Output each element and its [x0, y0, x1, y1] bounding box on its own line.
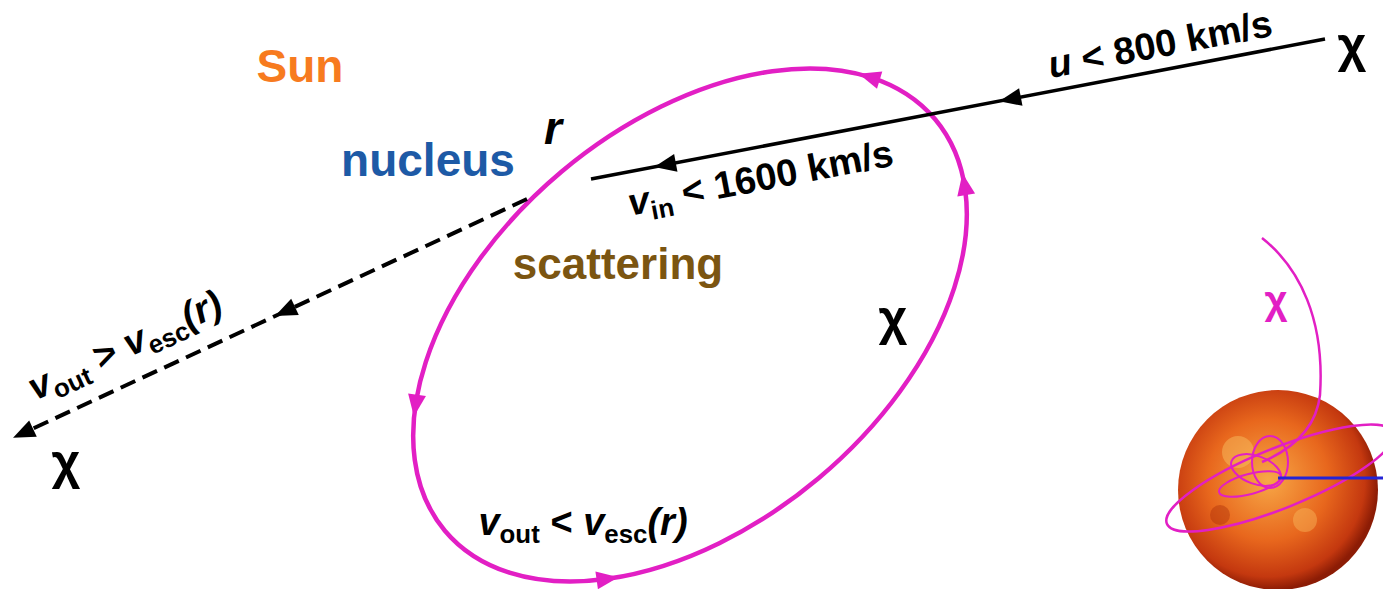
orbit-ellipse	[316, 0, 1063, 589]
dashed-trajectory	[23, 199, 527, 433]
trajectory-arrowhead	[275, 299, 299, 316]
node-outline	[524, 151, 592, 219]
subscript: out	[500, 521, 540, 547]
inset-trajectory	[1262, 238, 1321, 462]
escape-trajectory	[13, 199, 527, 438]
sun-spot	[1293, 508, 1317, 532]
subscript: out	[49, 363, 96, 403]
bound-orbit	[316, 0, 1063, 589]
velocity-label: v	[583, 503, 604, 541]
incoming-trajectory	[591, 39, 1325, 179]
nucleus-heading: nucleus	[341, 137, 515, 183]
velocity-label: u	[1045, 42, 1075, 84]
trajectory-line	[591, 39, 1325, 179]
sun-spot	[1210, 505, 1230, 525]
trajectory-arrowhead	[654, 154, 677, 172]
orbit-arrowhead	[957, 173, 975, 196]
subscript: in	[649, 194, 676, 224]
inset-orbit	[1156, 404, 1383, 551]
orbit-arrowhead	[595, 571, 618, 589]
velocity-label: <	[550, 503, 572, 541]
sun-photo-inset	[1156, 238, 1383, 589]
particle-symbol: χ	[879, 293, 908, 343]
inset-loop	[1252, 436, 1288, 488]
particle-symbol: χ	[1264, 280, 1287, 320]
velocity-label: vout>vesc(r)	[22, 284, 230, 412]
particle-symbol: χ	[52, 437, 81, 487]
orbit-arrowhead	[859, 72, 883, 89]
particle-symbol: χ	[1338, 20, 1367, 70]
velocity-label: v	[625, 180, 653, 221]
subscript: esc	[604, 521, 647, 547]
velocity-label: >	[87, 332, 123, 376]
velocity-label: vout<vesc(r)	[478, 503, 687, 548]
velocity-label: < 1600 km/s	[678, 134, 896, 212]
velocity-label: (r)	[647, 503, 687, 541]
orbit-arrowhead	[408, 393, 426, 416]
radius-symbol: r	[544, 105, 562, 151]
particle-symbol: χ	[1264, 280, 1287, 320]
radius-symbol: r	[544, 105, 562, 151]
inset-loop	[1217, 466, 1284, 502]
node-shape	[526, 153, 590, 217]
trajectory-arrowhead	[999, 88, 1022, 106]
velocity-label: v	[478, 503, 499, 541]
process-label: scattering	[513, 242, 723, 286]
process-label: scattering	[513, 242, 723, 286]
particle-symbol: χ	[1338, 20, 1367, 70]
trajectory-arrowhead	[13, 420, 37, 437]
sun-photo	[1178, 390, 1378, 589]
particle-symbol: χ	[52, 437, 81, 487]
nucleus-circle: nucleus	[524, 151, 592, 219]
node-shape	[250, 65, 735, 490]
inset-ray	[1278, 477, 1383, 480]
particle-symbol: χ	[879, 293, 908, 343]
sun-heading: Sun	[257, 43, 344, 89]
